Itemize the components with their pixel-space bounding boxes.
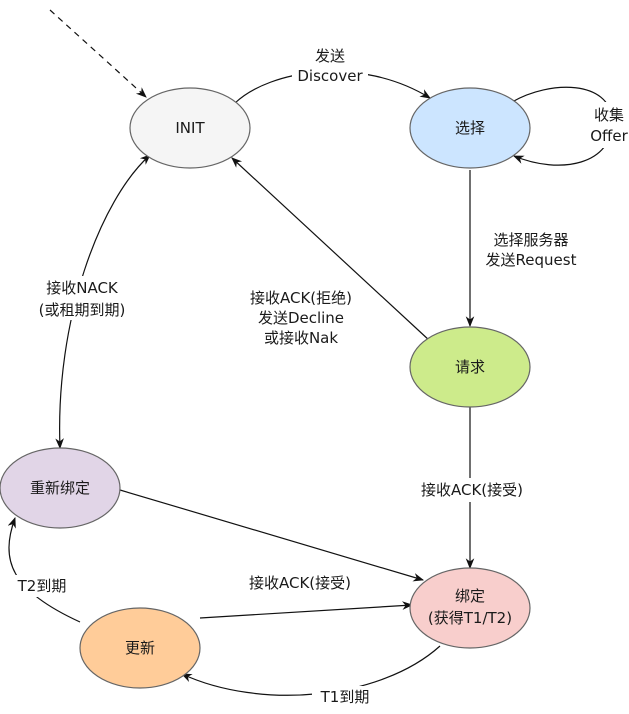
- state-bound-label: 绑定: [455, 587, 485, 605]
- label-collect-line1: 收集: [594, 106, 624, 124]
- edge-nack: [55, 154, 151, 450]
- state-renew: 更新: [79, 607, 201, 689]
- edge-rebind-bound: [119, 489, 425, 582]
- label-t1-text: T1到期: [320, 688, 370, 706]
- state-request-label: 请求: [455, 358, 485, 376]
- edge-t2: [7, 516, 81, 623]
- label-ack-renew-text: 接收ACK(接受): [249, 574, 351, 592]
- label-ack-renew: 接收ACK(接受): [249, 574, 351, 592]
- label-decline-line1: 接收ACK(拒绝): [250, 289, 352, 307]
- label-select-server-line2: 发送Request: [486, 251, 577, 269]
- state-bound-sublabel: (获得T1/T2): [428, 609, 512, 627]
- label-discover: 发送 Discover: [292, 44, 368, 86]
- label-t2: T2到期: [8, 575, 76, 597]
- state-init-label: INIT: [175, 119, 205, 137]
- state-select: 选择: [409, 87, 531, 169]
- label-discover-line2: Discover: [297, 67, 363, 85]
- label-nack: 接收NACK (或租期到期): [28, 276, 138, 320]
- state-renew-label: 更新: [125, 639, 155, 657]
- edge-decline: [231, 157, 431, 342]
- label-ack-request-text: 接收ACK(接受): [421, 481, 523, 499]
- state-request: 请求: [409, 326, 531, 408]
- label-decline-line2: 发送Decline: [258, 309, 344, 327]
- label-nack-line2: (或租期到期): [39, 301, 126, 319]
- initial-arrow: [49, 9, 147, 98]
- label-discover-line1: 发送: [315, 47, 345, 65]
- label-ack-request: 接收ACK(接受): [408, 478, 536, 502]
- label-decline-line3: 或接收Nak: [264, 329, 338, 347]
- state-select-label: 选择: [455, 119, 485, 137]
- state-rebind-label: 重新绑定: [30, 479, 90, 497]
- label-t2-text: T2到期: [17, 577, 67, 595]
- label-select-server-line1: 选择服务器: [493, 231, 568, 249]
- label-decline: 接收ACK(拒绝) 发送Decline 或接收Nak: [236, 286, 366, 348]
- label-collect-offer: 收集 Offer: [586, 102, 629, 148]
- edge-t1: [181, 645, 441, 696]
- state-rebind: 重新绑定: [0, 447, 121, 529]
- label-select-server: 选择服务器 发送Request: [478, 228, 588, 270]
- state-bound: 绑定 (获得T1/T2): [409, 567, 531, 649]
- edge-ack-renew: [199, 601, 414, 619]
- label-t1: T1到期: [312, 686, 378, 708]
- label-collect-line2: Offer: [590, 127, 628, 145]
- state-init: INIT: [129, 87, 251, 169]
- label-nack-line1: 接收NACK: [46, 279, 119, 297]
